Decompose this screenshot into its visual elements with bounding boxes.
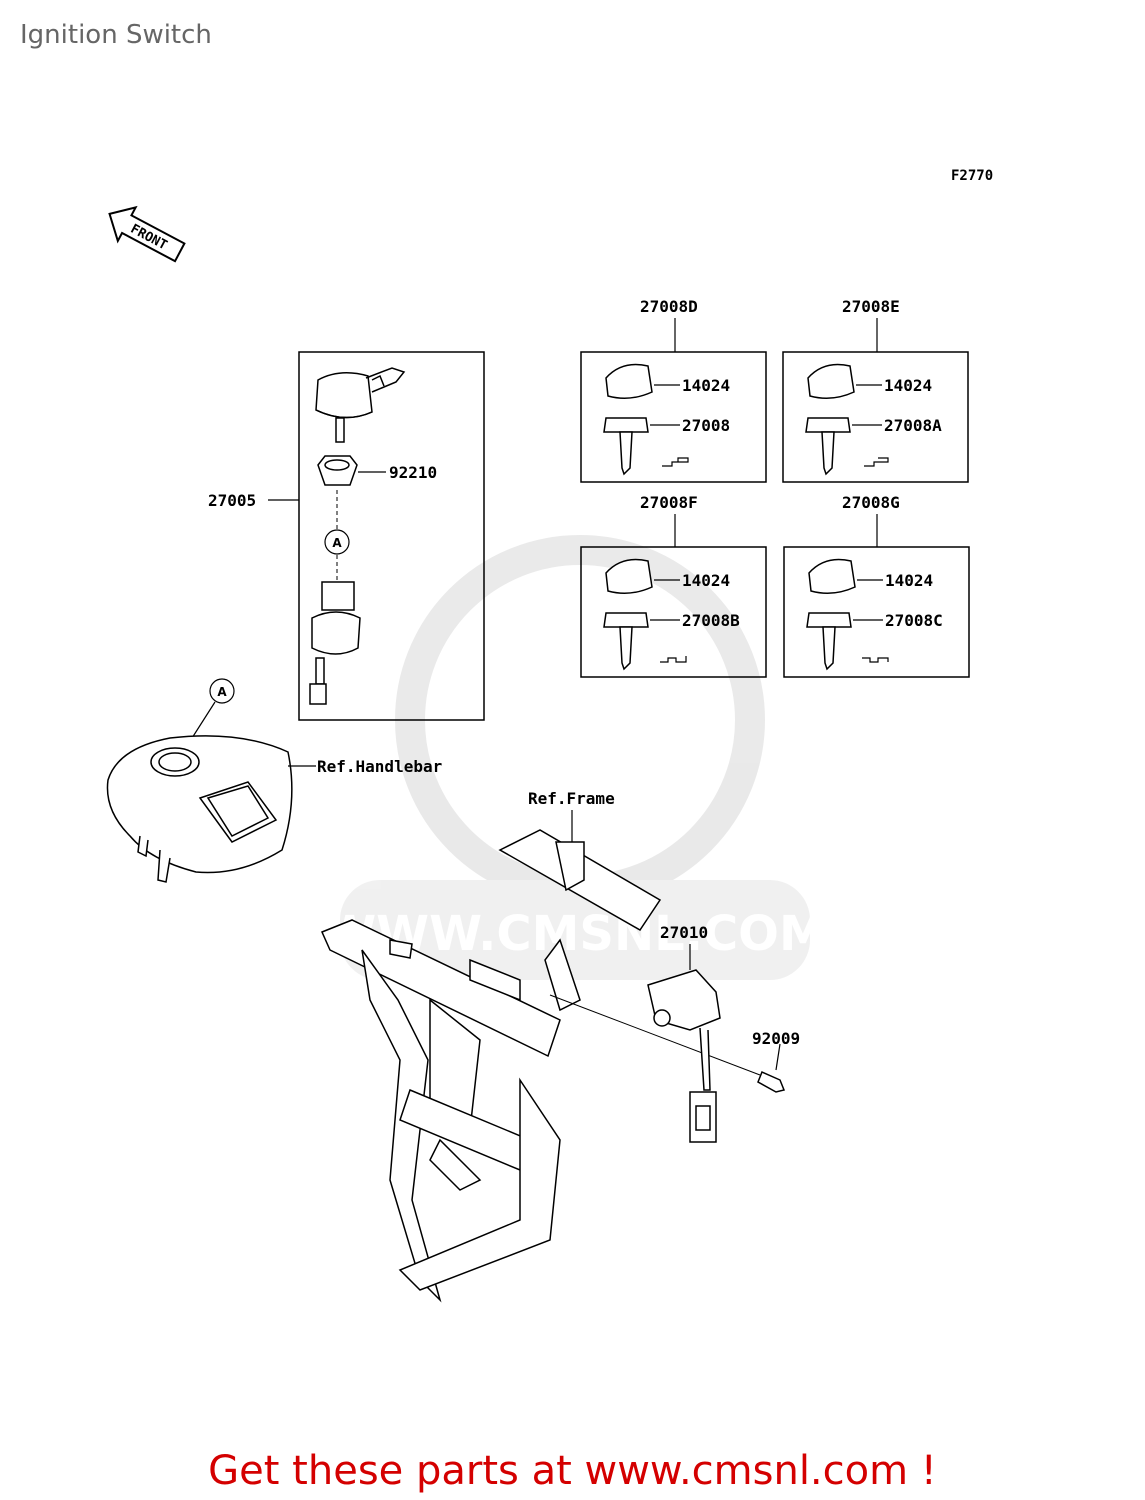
nut-icon: [317, 455, 358, 486]
callout-a-label-2: A: [217, 685, 227, 699]
key-cap-icon: [315, 367, 406, 443]
part-label-92009: 92009: [752, 1029, 800, 1048]
keyset-box-27008E: [782, 351, 969, 483]
part-label-14024-f: 14024: [682, 571, 730, 590]
callout-a-label: A: [332, 536, 342, 550]
part-label-14024-g: 14024: [885, 571, 933, 590]
front-arrow-icon: FRONT: [108, 205, 186, 263]
part-label-27008B: 27008B: [682, 611, 740, 630]
assembly-box-27005: [298, 351, 485, 721]
ref-frame-label: Ref.Frame: [528, 789, 615, 808]
keyset-box-27008D: [580, 351, 767, 483]
keyset-box-27008G: [783, 546, 970, 678]
footer-banner[interactable]: Get these parts at www.cmsnl.com !: [208, 1448, 937, 1494]
frame-icon: [320, 829, 662, 1303]
keyset-box-27008F: [580, 546, 767, 678]
bolt-icon: [757, 1070, 786, 1093]
part-label-27010: 27010: [660, 923, 708, 942]
part-label-27008E: 27008E: [842, 297, 900, 316]
ref-handlebar-label: Ref.Handlebar: [317, 757, 442, 776]
part-label-14024-d: 14024: [682, 376, 730, 395]
key-head-icon: [806, 558, 856, 671]
callout-a-circle: [324, 529, 350, 555]
mount-axis-line: [549, 994, 761, 1076]
handlebar-cover-icon: [106, 735, 293, 883]
key-head-icon: [603, 558, 653, 671]
key-head-icon: [805, 363, 855, 476]
key-head-icon: [603, 363, 653, 476]
callout-a-circle-2: [209, 678, 235, 704]
part-label-27008A: 27008A: [884, 416, 942, 435]
part-label-27008F: 27008F: [640, 493, 698, 512]
part-label-27008D: 27008D: [640, 297, 698, 316]
part-label-27008C: 27008C: [885, 611, 943, 630]
figure-code: F2770: [951, 168, 993, 184]
page-title: Ignition Switch: [20, 20, 212, 50]
part-label-27008G: 27008G: [842, 493, 900, 512]
part-label-14024-e: 14024: [884, 376, 932, 395]
part-label-27005: 27005: [208, 491, 256, 510]
ignition-switch-unit-icon: [647, 969, 721, 1143]
part-label-27008: 27008: [682, 416, 730, 435]
part-label-92210: 92210: [389, 463, 437, 482]
switch-body-icon: [309, 581, 361, 705]
